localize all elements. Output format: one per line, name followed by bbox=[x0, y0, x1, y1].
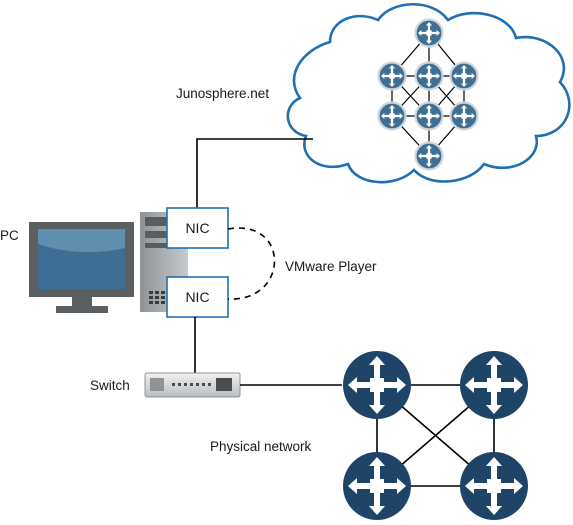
monitor-base bbox=[56, 306, 108, 313]
switch-label: Switch bbox=[90, 378, 130, 393]
router-icon bbox=[460, 452, 528, 520]
nic-top-label: NIC bbox=[185, 220, 209, 236]
desktop-computer-icon bbox=[29, 212, 188, 313]
cloud-routers bbox=[377, 18, 479, 171]
router-icon bbox=[414, 101, 444, 131]
router-icon bbox=[414, 141, 444, 171]
router-icon bbox=[377, 101, 407, 131]
router-icon bbox=[414, 18, 444, 48]
router-icon bbox=[343, 452, 411, 520]
router-icon bbox=[449, 101, 479, 131]
nic-top: NIC bbox=[166, 207, 229, 249]
physical-network-label: Physical network bbox=[210, 439, 312, 454]
router-icon bbox=[460, 351, 528, 419]
junosphere-label: Junosphere.net bbox=[176, 86, 269, 101]
physical-routers bbox=[343, 351, 528, 520]
monitor-neck bbox=[72, 297, 92, 307]
router-icon bbox=[414, 61, 444, 91]
router-icon bbox=[343, 351, 411, 419]
nic-bottom-label: NIC bbox=[185, 289, 209, 305]
vmware-bridge-link bbox=[227, 227, 276, 300]
router-icon bbox=[377, 61, 407, 91]
pc-label: PC bbox=[0, 228, 19, 243]
network-switch-icon bbox=[144, 372, 241, 398]
nic-bottom: NIC bbox=[166, 276, 229, 318]
cloud-nic-link bbox=[196, 138, 313, 208]
router-icon bbox=[449, 61, 479, 91]
vmware-label: VMware Player bbox=[285, 259, 377, 274]
screen-glare bbox=[38, 229, 125, 253]
